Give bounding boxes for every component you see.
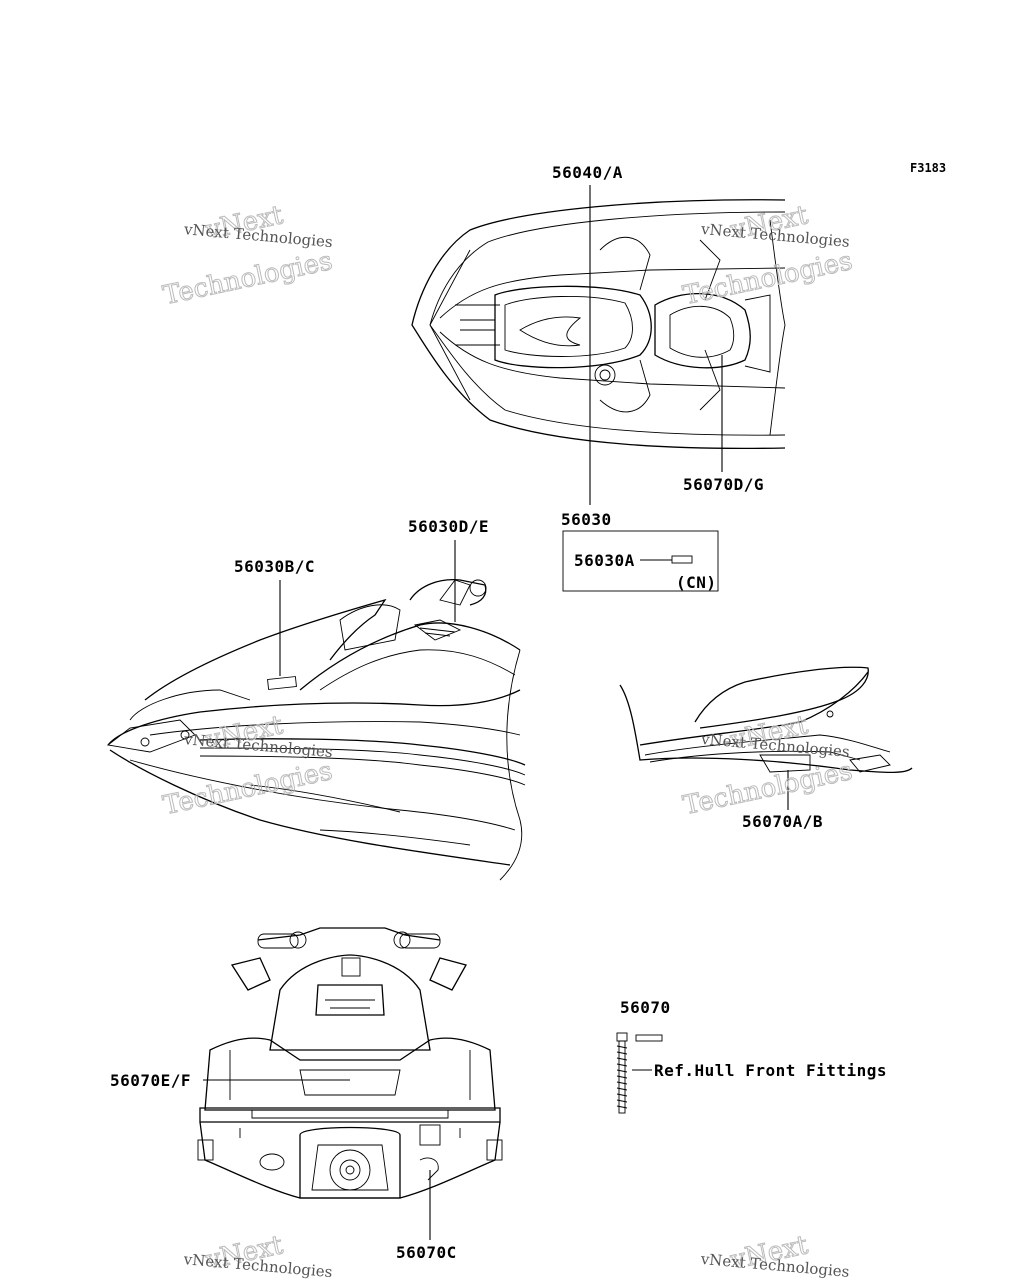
side-view-illustration (106, 579, 526, 881)
figure-code: F3183 (910, 161, 946, 175)
decal-56070-icon (635, 1034, 663, 1042)
callout-56030de: 56030D/E (408, 517, 489, 536)
rear-side-illustration (619, 666, 913, 774)
callout-56070: 56070 (620, 998, 671, 1017)
rear-view-illustration (197, 927, 503, 1199)
reference-note: Ref.Hull Front Fittings (654, 1061, 887, 1080)
bolt-icon (616, 1032, 628, 1114)
svg-text:Technologies: Technologies (680, 246, 855, 311)
watermark-bottom-right: vNext vNext Technologies (699, 1230, 850, 1280)
watermark-bottom-left: vNext vNext Technologies (182, 1230, 333, 1280)
top-view-illustration (411, 199, 786, 450)
callout-56070ef: 56070E/F (110, 1071, 191, 1090)
inset-region-label: (CN) (676, 573, 717, 592)
svg-text:Technologies: Technologies (160, 246, 335, 311)
inset-box (562, 530, 719, 592)
callout-56040a: 56040/A (552, 163, 623, 182)
decal-56030a-icon (671, 555, 693, 564)
callout-56070c: 56070C (396, 1243, 457, 1262)
watermark-top-right: vNext Technologies vNext Technologies (680, 200, 856, 312)
callout-56030: 56030 (561, 510, 612, 529)
callout-56030a: 56030A (574, 551, 635, 570)
svg-text:Technologies: Technologies (160, 756, 335, 821)
watermark-top-left: vNext Technologies vNext Technologies (160, 200, 336, 312)
callout-56070ab: 56070A/B (742, 812, 823, 831)
callout-56070dg: 56070D/G (683, 475, 764, 494)
callout-56030bc: 56030B/C (234, 557, 315, 576)
